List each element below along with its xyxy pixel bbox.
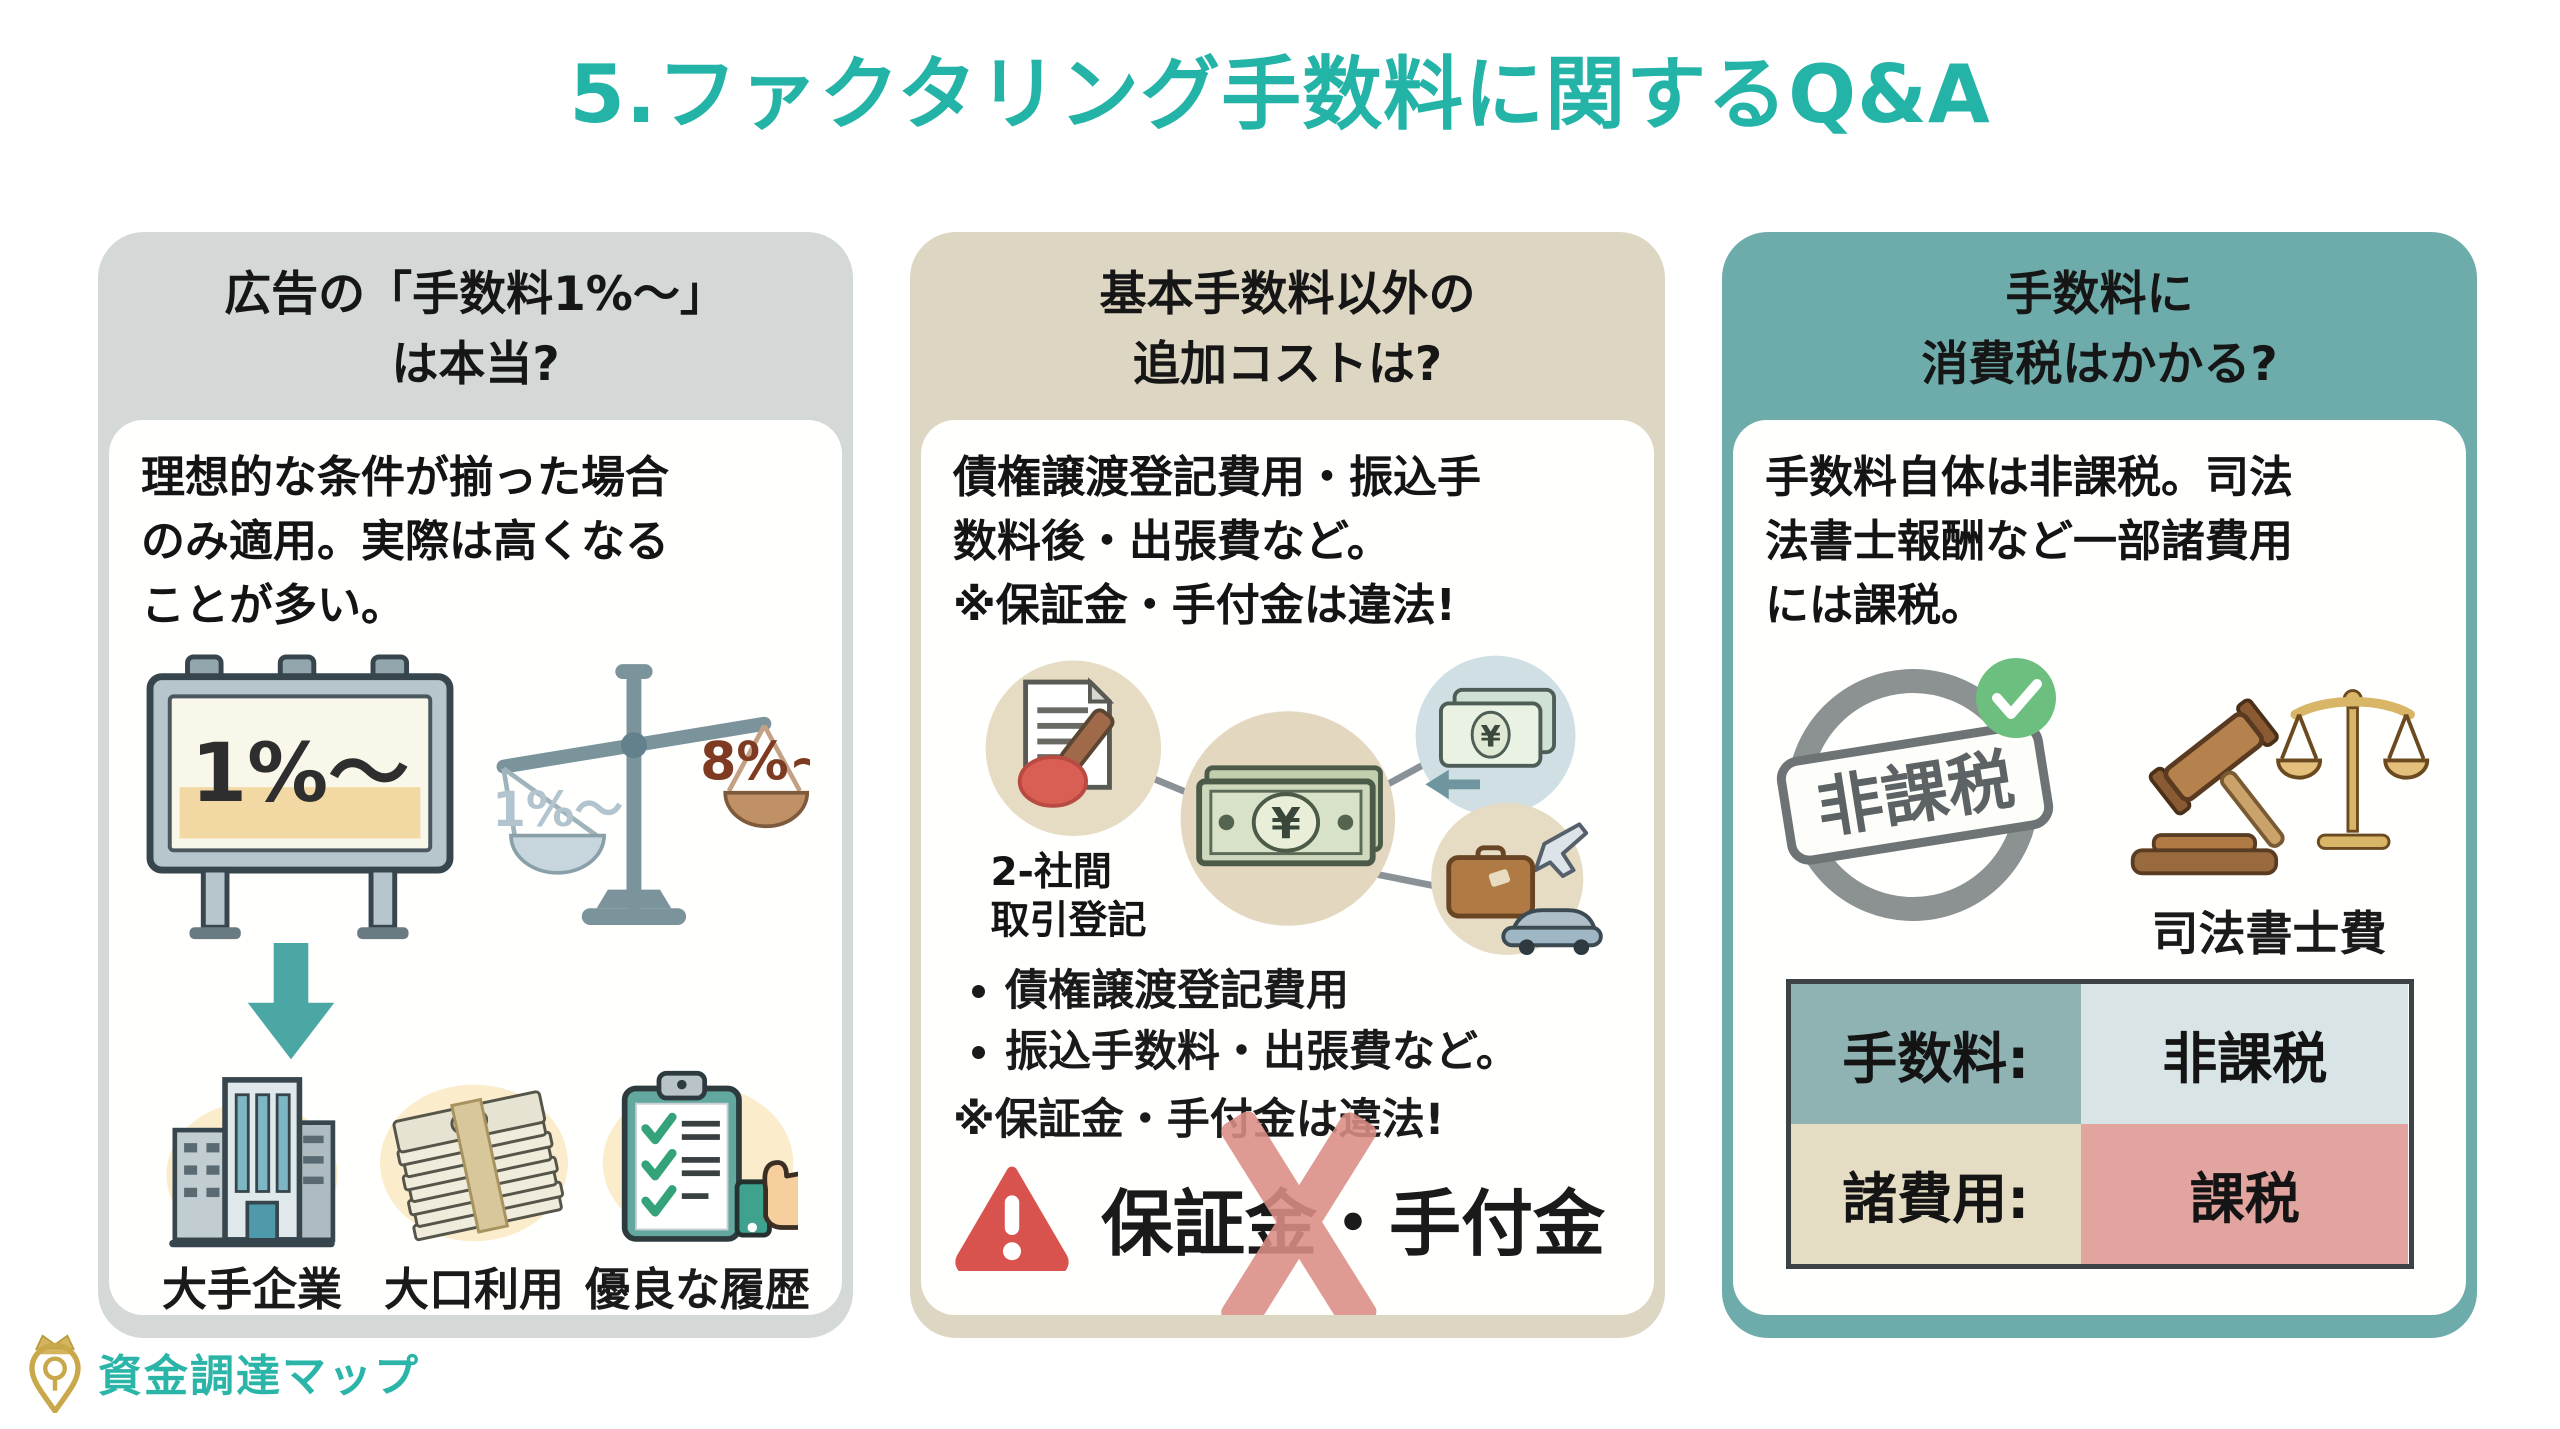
condition-major-company: 大手企業: [141, 1065, 363, 1315]
fee-balance-scale-icon: 1%〜 8%~: [492, 664, 810, 926]
warning-triangle-icon: [955, 1167, 1069, 1272]
brand-name: 資金調達マップ: [98, 1351, 420, 1402]
money-stack-icon: [380, 1084, 568, 1242]
card-ad-question: 広告の「手数料1%〜」 は本当?: [224, 266, 727, 393]
billboard-rate-text: 1%〜: [191, 727, 409, 821]
diagram-label-line2: 取引登記: [991, 899, 1147, 944]
footer-brand: 資金調達マップ: [24, 1331, 420, 1413]
condition-label: 大手企業: [161, 1263, 342, 1315]
bullet-item: 債権譲渡登記費用: [1005, 961, 1622, 1022]
down-arrow-wrap: [141, 943, 810, 1061]
card-yen-symbol: ¥: [1480, 720, 1501, 754]
table-row-fee: 手数料: 非課税: [1790, 984, 2409, 1125]
tax-illustration-row: 非課税: [1765, 645, 2434, 962]
card-ad-answer: 理想的な条件が揃った場合 のみ適用。実際は高くなる ことが多い。: [141, 452, 669, 631]
gavel-scales-icon: [2130, 689, 2430, 876]
card-consumption-tax-question: 手数料に 消費税はかかる? 手数料自体は非課税。司法 法書士報酬など一部諸費用 …: [1722, 232, 2477, 1338]
costs-value-cell: 課税: [2080, 1124, 2409, 1265]
illegal-fees-text: 保証金・手付金: [1101, 1181, 1606, 1266]
extra-cost-bullets: 債権譲渡登記費用 振込手数料・出張費など。: [959, 961, 1622, 1083]
tax-free-stamp-icon: 非課税: [1776, 658, 2056, 922]
scale-high-rate-text: 8%~: [700, 733, 810, 793]
page-title: 5.ファクタリング手数料に関するQ&A: [569, 48, 1991, 141]
fee-label-cell: 手数料:: [1790, 984, 2081, 1125]
condition-good-history: 優良な履歴: [585, 1065, 810, 1315]
conditions-row: 大手企業: [141, 1065, 810, 1315]
brand-pin-crown-icon: [29, 1334, 81, 1413]
card-ad-fee-question: 広告の「手数料1%〜」 は本当? 理想的な条件が揃った場合 のみ適用。実際は高く…: [98, 232, 853, 1338]
costs-label-cell: 諸費用:: [1790, 1124, 2081, 1265]
card-costs-question: 基本手数料以外の 追加コストは?: [1099, 266, 1476, 393]
building-icon: [166, 1077, 338, 1248]
fee-value-cell: 非課税: [2080, 984, 2409, 1125]
card-costs-body: 債権譲渡登記費用・振込手 数料後・出張費など。 ※保証金・手付金は違法! 2-社…: [921, 420, 1654, 1315]
judicial-scrivener-fee-label: 司法書士費: [2151, 907, 2387, 963]
tax-summary-table: 手数料: 非課税 諸費用: 課税: [1785, 979, 2414, 1270]
costs-network-diagram: 2-社間 取引登記 ¥ ¥: [985, 656, 1603, 956]
down-arrow-icon: [247, 943, 335, 1060]
qa-cards-row: 広告の「手数料1%〜」 は本当? 理想的な条件が揃った場合 のみ適用。実際は高く…: [98, 232, 2477, 1338]
billboard-icon: 1%〜: [146, 654, 454, 940]
bill-yen-symbol: ¥: [1271, 799, 1301, 849]
card-costs-answer: 債権譲渡登記費用・振込手 数料後・出張費など。 ※保証金・手付金は違法!: [953, 452, 1481, 631]
condition-label: 優良な履歴: [585, 1263, 811, 1315]
scale-low-rate-text: 1%〜: [492, 783, 623, 839]
condition-label: 大口利用: [383, 1263, 564, 1315]
condition-large-volume: 大口利用: [363, 1065, 585, 1315]
table-row-costs: 諸費用: 課税: [1790, 1124, 2409, 1265]
card-extra-costs-question: 基本手数料以外の 追加コストは? 債権譲渡登記費用・振込手 数料後・出張費など。…: [910, 232, 1665, 1338]
warning-row: 保証金・手付金: [953, 1111, 1622, 1315]
card-ad-body: 理想的な条件が揃った場合 のみ適用。実際は高くなる ことが多い。 1%〜: [109, 420, 842, 1315]
card-tax-answer: 手数料自体は非課税。司法 法書士報酬など一部諸費用 には課税。: [1765, 452, 2293, 631]
diagram-label-line1: 2-社間: [991, 850, 1112, 895]
illegal-note: ※保証金・手付金は違法!: [953, 1095, 1445, 1146]
card-tax-question: 手数料に 消費税はかかる?: [1921, 266, 2278, 393]
card-tax-body: 手数料自体は非課税。司法 法書士報酬など一部諸費用 には課税。 非課税: [1733, 420, 2466, 1315]
bullet-item: 振込手数料・出張費など。: [1005, 1022, 1622, 1083]
checklist-thumbsup-icon: [602, 1071, 798, 1243]
legal-fees-col: 司法書士費: [2104, 645, 2434, 964]
ad-illustration-row: 1%〜: [141, 651, 810, 947]
